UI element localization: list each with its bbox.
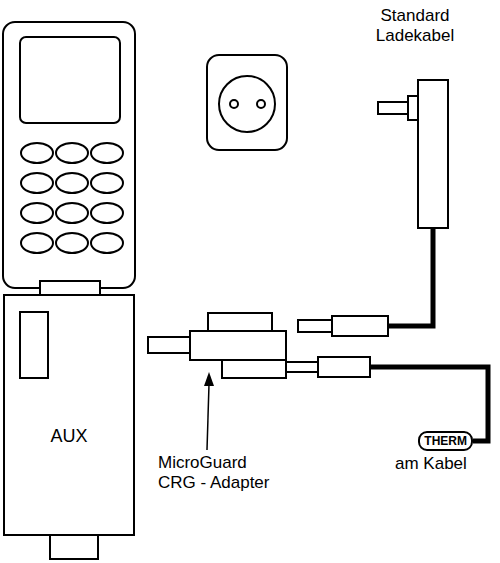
key (21, 203, 53, 223)
node-text: AUX (5, 426, 133, 447)
key (91, 233, 123, 253)
phone-drawing (3, 22, 135, 559)
key (56, 233, 88, 253)
key (91, 143, 123, 163)
key (21, 143, 53, 163)
sensor-connector (286, 357, 370, 377)
aux-box: AUX (3, 294, 135, 536)
leader-arrow (204, 372, 214, 450)
key (21, 173, 53, 193)
charger-cable (388, 228, 433, 326)
keypad (21, 143, 123, 253)
adapter-label: MicroGuard CRG - Adapter (158, 453, 283, 493)
cable-label: am Kabel (395, 454, 495, 474)
key (21, 233, 53, 253)
key (56, 203, 88, 223)
charger-connector (298, 316, 388, 336)
charger-label: Standard Ladekabel (365, 6, 465, 46)
adapter (148, 313, 286, 378)
wall-socket (207, 55, 287, 150)
sensor-cable (370, 367, 488, 441)
key (56, 143, 88, 163)
charger-plug (378, 80, 448, 228)
key (56, 173, 88, 193)
node-text: THERM (424, 433, 467, 449)
therm-tag: THERM (418, 431, 473, 451)
key (91, 203, 123, 223)
key (91, 173, 123, 193)
